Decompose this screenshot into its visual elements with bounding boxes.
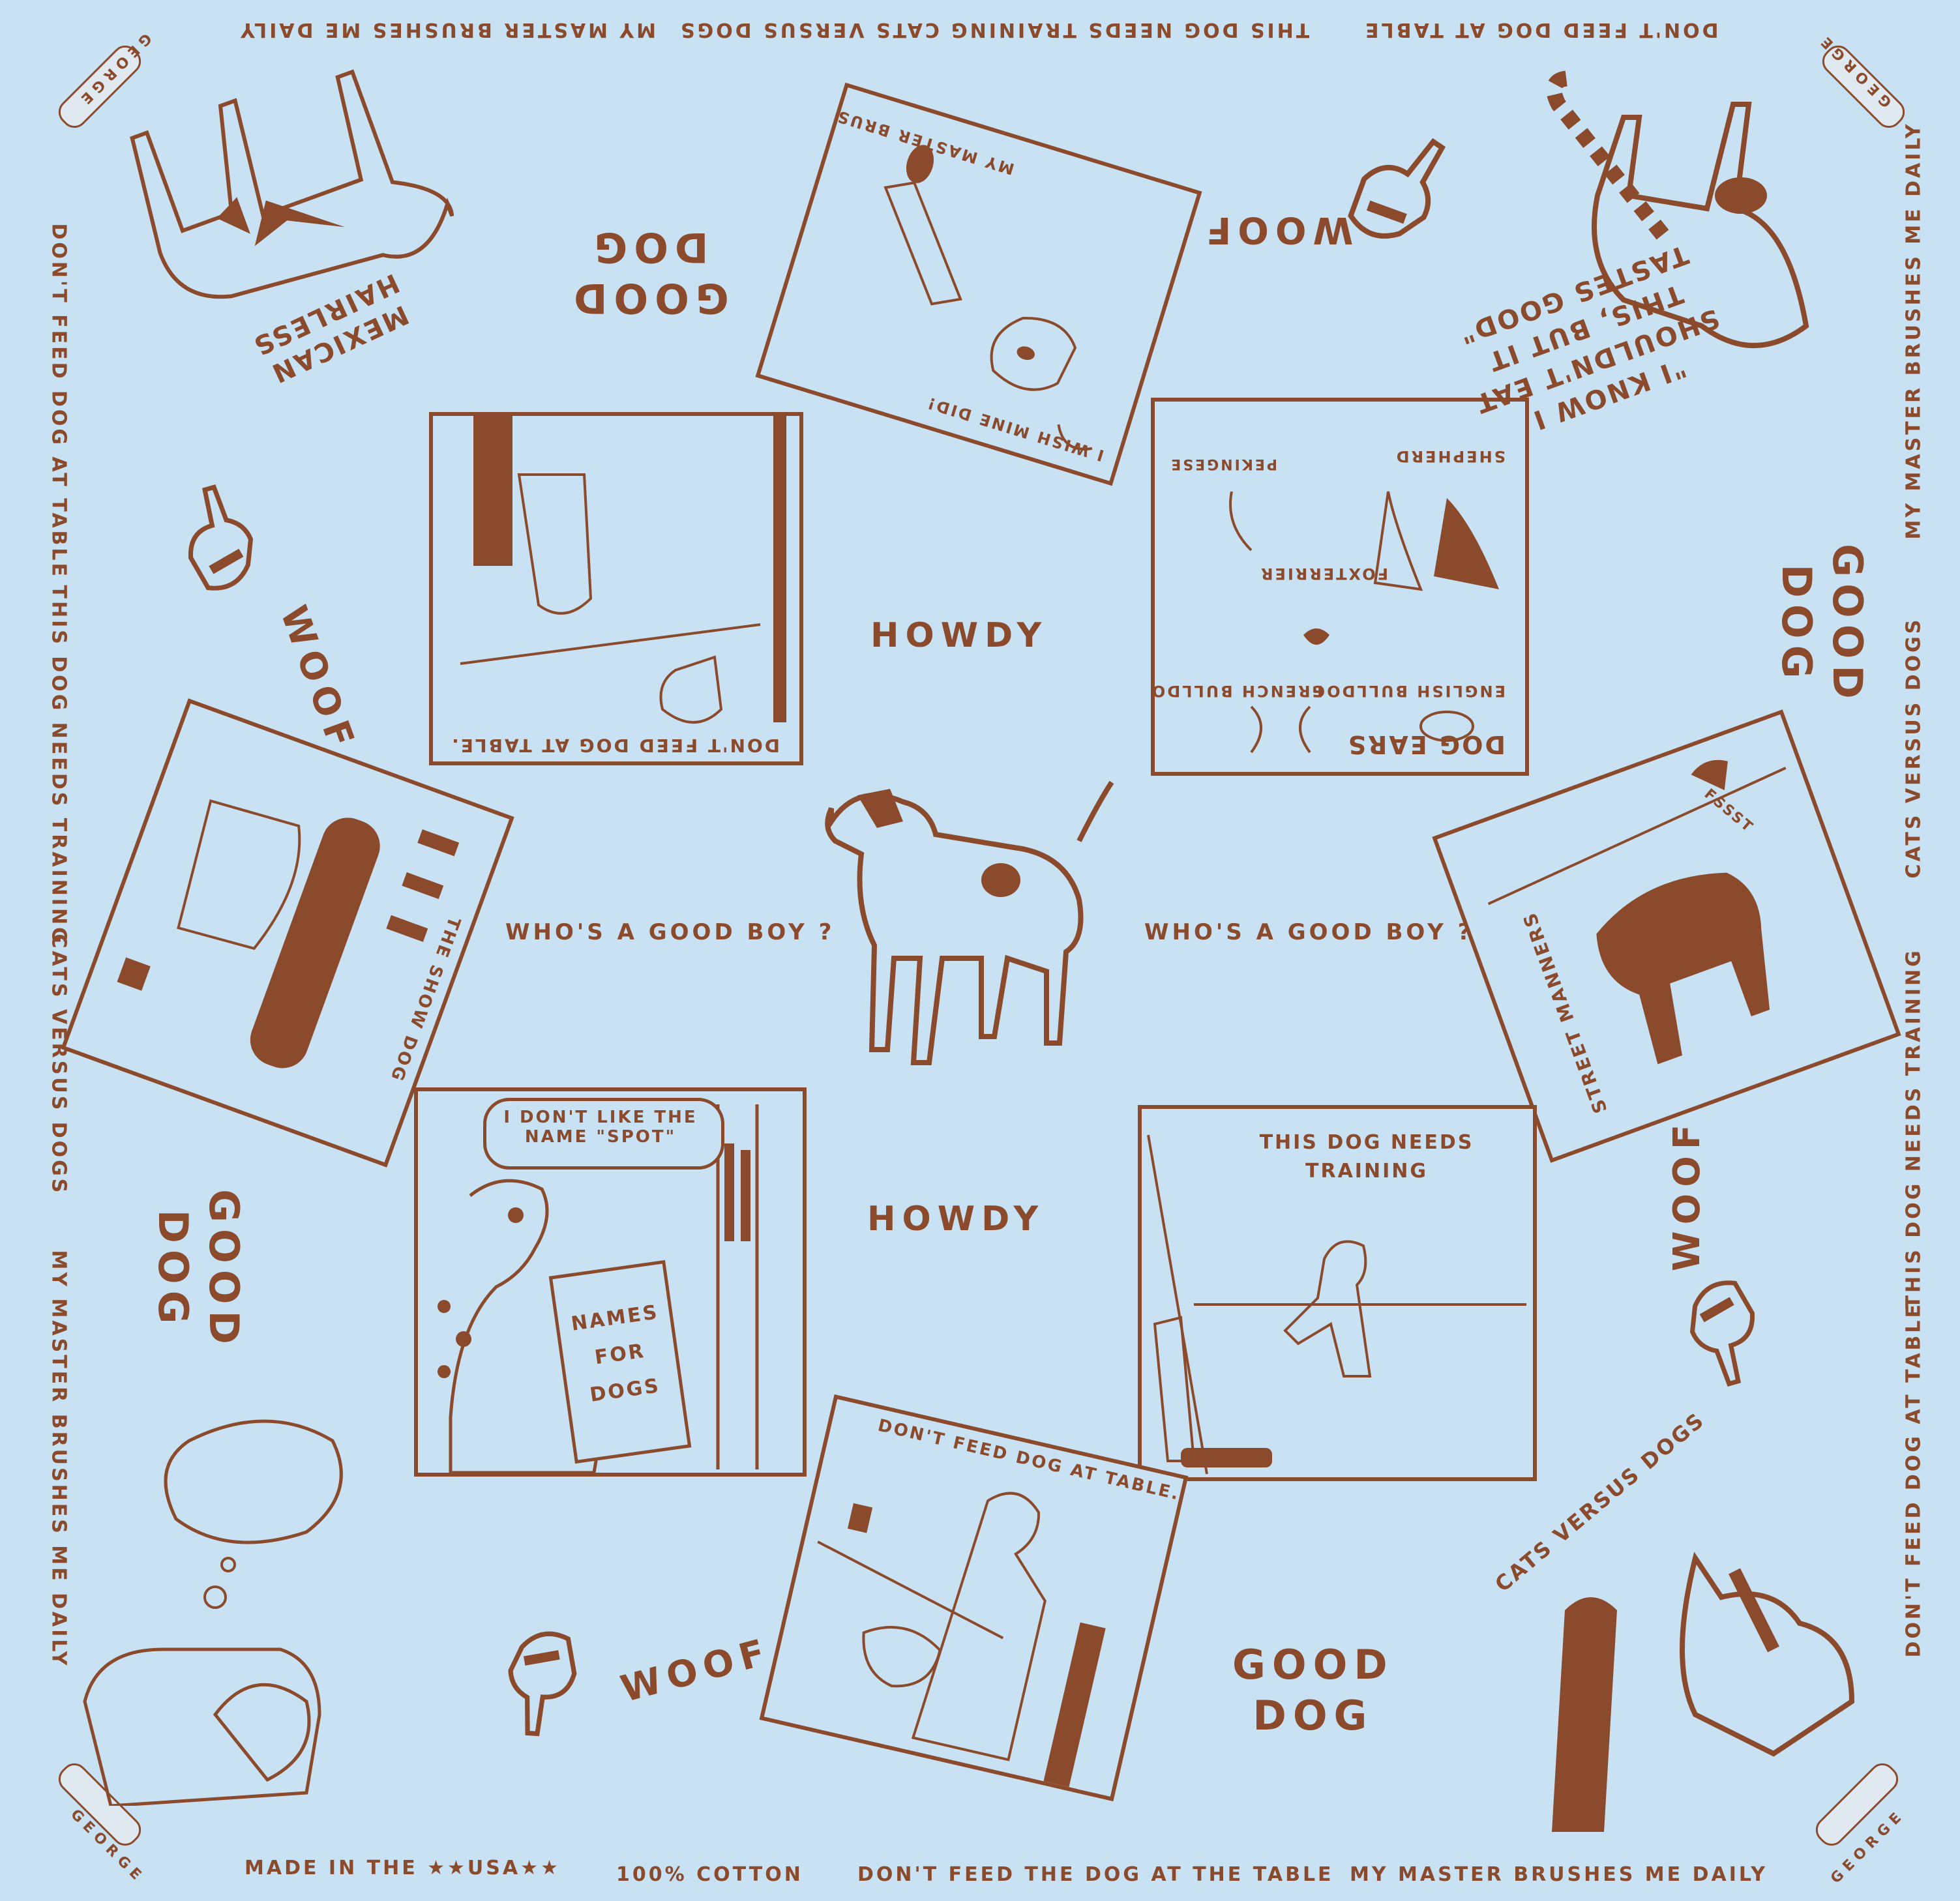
- whos-good-boy-left: WHO'S A GOOD BOY ?: [505, 919, 835, 945]
- woof-bottom: WOOF: [616, 1630, 776, 1711]
- good-dog-bottom: GOOD DOG: [1232, 1640, 1394, 1741]
- fox-terrier-center-icon: [825, 780, 1114, 1065]
- table-scene-illustration: [460, 416, 786, 724]
- names-book-title: NAMES FOR DOGS: [569, 1301, 662, 1407]
- woof-right: WOOF: [1666, 1117, 1709, 1272]
- dalmatian-illustration: [438, 1104, 759, 1473]
- training-caption: THIS DOG NEEDS TRAINING: [1259, 1131, 1474, 1183]
- good-dog-right: GOOD DOG: [1771, 544, 1873, 705]
- brushing-scene-illustration: [883, 145, 1093, 450]
- dog-word: DOG: [587, 224, 709, 271]
- terrier-small-icon: [188, 484, 254, 591]
- panel-caption: DON'T FEED DOG AT TABLE.: [450, 735, 780, 756]
- good-dog-top: GOOD DOG: [567, 222, 729, 323]
- panel-brushes: I WISH MINE DID! MY MASTER BRUSHES ME DA…: [755, 82, 1202, 486]
- border-bottom-2: 100% COTTON: [616, 1863, 803, 1886]
- panel-show-dog: THE SHOW DOG: [61, 698, 514, 1168]
- terrier-small-icon: [1689, 1280, 1755, 1387]
- border-left-1: DON'T FEED DOG AT TABLE: [47, 223, 70, 580]
- border-right-2: CATS VERSUS DOGS: [1902, 617, 1925, 879]
- panel-training: THIS DOG NEEDS TRAINING: [1138, 1105, 1537, 1481]
- corner-name-tl: GEORGE: [74, 29, 155, 111]
- panel-dont-feed-top: DON'T FEED DOG AT TABLE.: [429, 412, 803, 765]
- border-bottom-4: MY MASTER BRUSHES ME DAILY: [1350, 1863, 1768, 1886]
- border-top-3: CATS VERSUS DOGS: [678, 18, 940, 41]
- border-top-1: DON'T FEED DOG AT TABLE: [1363, 18, 1719, 41]
- table-scene-2-illustration: [817, 1492, 1106, 1788]
- terrier-small-icon: [508, 1631, 577, 1737]
- cat-dog-fight-icon: [1552, 1552, 1855, 1832]
- border-left-4: MY MASTER BRUSHES ME DAILY: [47, 1250, 70, 1668]
- panel-street-manners: STREET MANNERS FSSST: [1432, 709, 1901, 1163]
- border-right-4: DON'T FEED DOG AT TABLE: [1902, 1301, 1925, 1658]
- good-word: GOOD: [1232, 1641, 1394, 1688]
- training-illustration: [1147, 1134, 1526, 1475]
- border-left-3: CATS VERSUS DOGS: [47, 934, 70, 1196]
- border-left-2: THIS DOG NEEDS TRAINING: [47, 585, 70, 946]
- terrier-small-icon: [1348, 138, 1446, 239]
- street-manners-illustration: [1487, 759, 1787, 1065]
- good-dog-left: GOOD DOG: [147, 1189, 249, 1351]
- mexican-hairless-dog-icon: [130, 69, 454, 299]
- good-word: GOOD: [1823, 544, 1871, 705]
- border-bottom-3: DON'T FEED THE DOG AT THE TABLE: [857, 1863, 1334, 1886]
- spot-speech-text: I DON'T LIKE THE NAME "SPOT": [503, 1108, 698, 1147]
- howdy-bottom: HOWDY: [867, 1200, 1045, 1239]
- candy-cane-dog-icon: [1546, 70, 1809, 348]
- good-word: GOOD: [567, 274, 729, 322]
- panel-dog-ears: DOG EARS ENGLISH BULLDOG FRENCH BULLDOG …: [1151, 398, 1529, 776]
- dog-word: DOG: [149, 1209, 197, 1331]
- howdy-top: HOWDY: [870, 616, 1048, 655]
- good-word: GOOD: [200, 1189, 248, 1351]
- panel-names-for-dogs: I DON'T LIKE THE NAME "SPOT" NAMES FOR D…: [414, 1087, 807, 1477]
- border-right-3: THIS DOG NEEDS TRAINING: [1902, 948, 1925, 1309]
- dog-word: DOG: [1253, 1692, 1374, 1739]
- border-right-1: MY MASTER BRUSHES ME DAILY: [1902, 121, 1925, 540]
- panel-dont-feed-bottom: DON'T FEED DOG AT TABLE.: [759, 1394, 1189, 1802]
- dreaming-dog-icon: [83, 1419, 343, 1806]
- show-dog-illustration: [117, 799, 460, 1068]
- border-top-2: THIS DOG NEEDS TRAINING: [949, 18, 1310, 41]
- ears-illustration: [1229, 491, 1499, 754]
- speech-bubble: [483, 1098, 724, 1170]
- whos-good-boy-right: WHO'S A GOOD BOY ?: [1144, 919, 1474, 945]
- border-top-4: MY MASTER BRUSHES ME DAILY: [238, 18, 657, 41]
- dog-word: DOG: [1772, 564, 1820, 685]
- border-bottom-1: MADE IN THE ★★USA★★: [245, 1857, 561, 1879]
